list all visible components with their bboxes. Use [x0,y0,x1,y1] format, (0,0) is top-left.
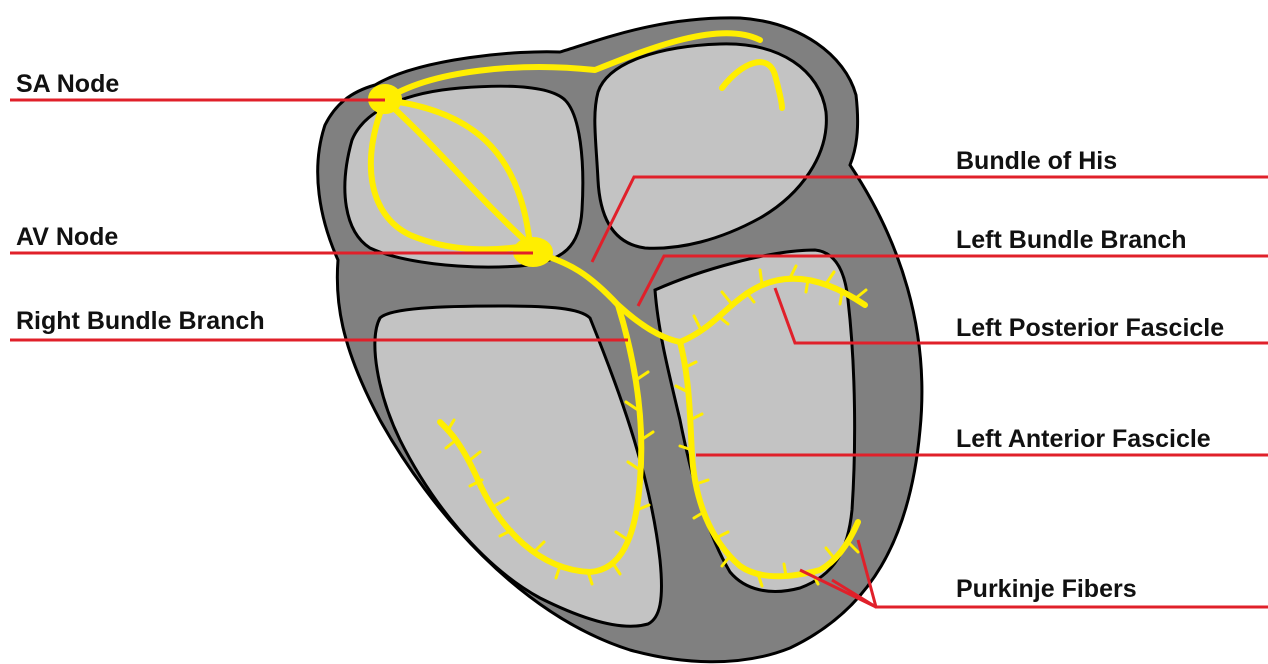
purkinje-branchlet [840,292,842,304]
purkinje-fibers-label: Purkinje Fibers [956,575,1137,603]
bundle-of-his-label: Bundle of His [956,147,1117,175]
right-bundle-branch-label: Right Bundle Branch [16,307,265,335]
left-posterior-fascicle-label: Left Posterior Fascicle [956,314,1224,342]
av-node-label: AV Node [16,223,118,251]
left-anterior-fascicle-label: Left Anterior Fascicle [956,425,1211,453]
left-bundle-branch-label: Left Bundle Branch [956,226,1187,254]
purkinje-branchlet [806,280,808,292]
purkinje-branchlet [784,564,786,576]
sa-node-label: SA Node [16,70,119,98]
purkinje-branchlet [760,270,762,284]
